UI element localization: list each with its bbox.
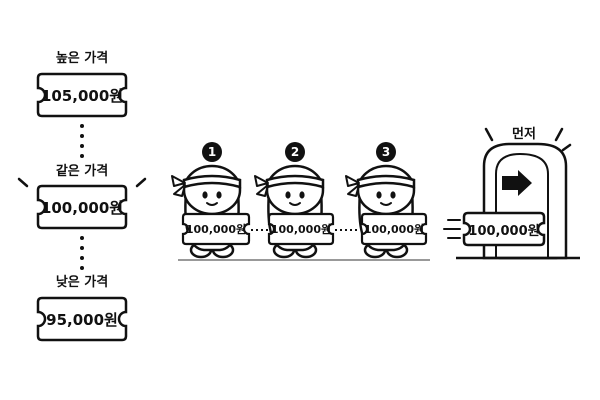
gate-ticket-value: 100,000원	[468, 224, 539, 239]
gate-emphasis-marks	[484, 127, 572, 152]
vertical-dots-top	[80, 124, 84, 158]
vertical-dots-bottom	[80, 236, 84, 270]
price-ticket-high: 105,000원	[36, 72, 128, 118]
arrow-right-icon	[502, 170, 532, 196]
queue-badge-1-number: 1	[208, 145, 216, 159]
queue-ticket-2: 100,000원	[267, 212, 335, 246]
queue-ticket-1: 100,000원	[181, 212, 251, 246]
price-ticket-low: 95,000원	[36, 296, 128, 342]
queue-badge-3: 3	[376, 142, 396, 162]
motion-lines	[443, 219, 461, 239]
price-ticket-same: 100,000원	[36, 184, 128, 230]
price-ticket-high-value: 105,000원	[41, 87, 123, 105]
queue-ticket-2-value: 100,000원	[271, 222, 331, 236]
price-level-label-low: 낮은 가격	[56, 274, 108, 290]
emphasis-marks-left	[17, 177, 147, 188]
queue-ticket-3-value: 100,000원	[364, 222, 424, 236]
queue-ticket-1-value: 100,000원	[186, 222, 246, 236]
queue-ticket-3: 100,000원	[360, 212, 428, 246]
queue-badge-2-number: 2	[291, 145, 299, 159]
price-level-label-same: 같은 가격	[56, 163, 108, 179]
price-ticket-low-value: 95,000원	[46, 311, 118, 329]
price-ticket-same-value: 100,000원	[41, 199, 123, 217]
price-level-label-high: 높은 가격	[56, 51, 108, 66]
queue-badge-1: 1	[202, 142, 222, 162]
gate-ticket: 100,000원	[462, 211, 546, 247]
gate-label: 먼저	[512, 126, 536, 142]
queue-badge-3-number: 3	[382, 145, 390, 159]
queue-badge-2: 2	[285, 142, 305, 162]
